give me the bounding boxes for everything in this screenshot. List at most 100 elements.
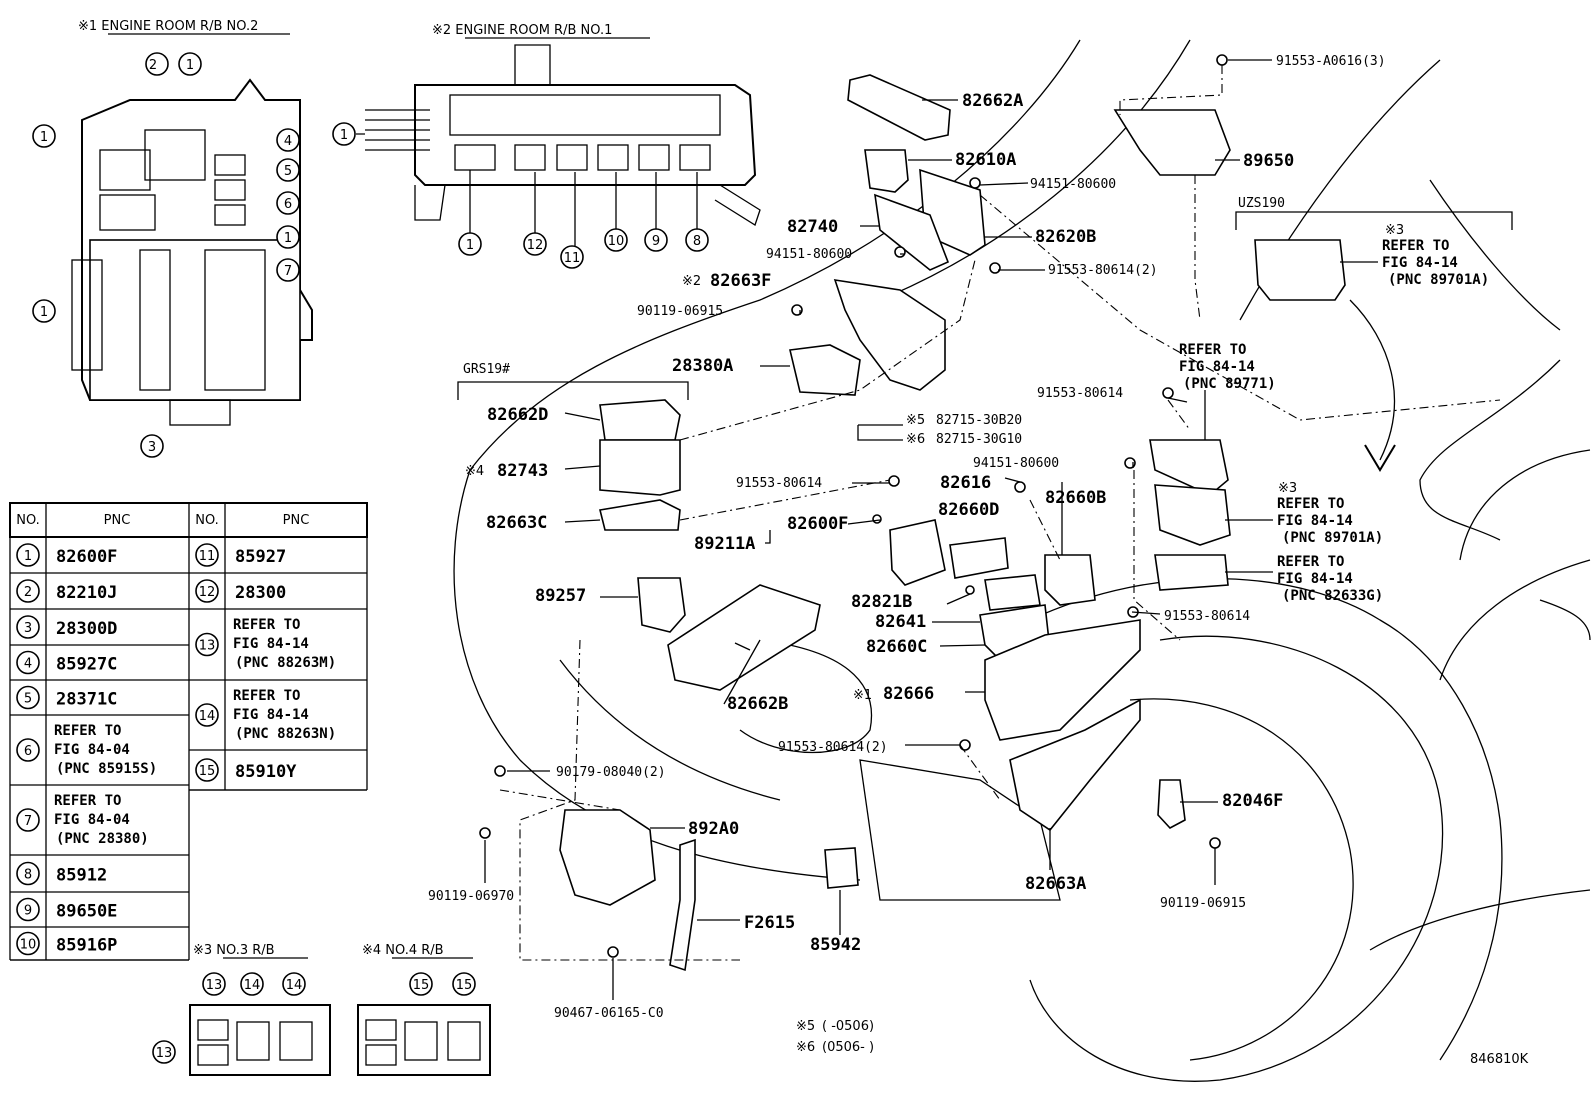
- table-row-pnc: 89650E: [56, 902, 117, 922]
- table-row-pnc: FIG 84-04: [54, 742, 130, 758]
- part-82660B-shape: [1044, 554, 1096, 606]
- table-row-pnc: 85927: [235, 547, 286, 567]
- refer-mark: ※3: [1278, 481, 1297, 496]
- label-94151-80600: 94151-80600: [766, 247, 852, 262]
- table-header-no: NO.: [195, 513, 219, 528]
- mark-82666: ※1: [853, 688, 872, 703]
- table-row-number-circle: [16, 685, 40, 710]
- label-82821B: 82821B: [851, 592, 912, 612]
- car-body-outline: [453, 39, 1591, 1082]
- rb4-callout: 15: [456, 978, 473, 993]
- table-row-pnc: 85910Y: [235, 762, 297, 782]
- label-90119-06915: 90119-06915: [637, 304, 723, 319]
- rb2-callout: 6: [284, 197, 292, 212]
- table-row-number-circle: [16, 738, 40, 762]
- label-90119-06915: 90119-06915: [1160, 896, 1246, 911]
- rb2-callout: 2: [149, 58, 157, 73]
- table-row-pnc: REFER TO: [233, 688, 300, 704]
- rb2-title: ※1 ENGINE ROOM R/B NO.2: [78, 19, 258, 34]
- part-89211A-shape: [889, 519, 946, 586]
- part-refer-89771-shape: [1149, 439, 1229, 496]
- part-82663A-shape: [1009, 698, 1141, 832]
- label-82046F: 82046F: [1222, 791, 1283, 811]
- label-82620B: 82620B: [1035, 227, 1096, 247]
- table-row-number: 11: [199, 549, 216, 564]
- table-row-number-circle: [16, 615, 40, 639]
- label-82663C: 82663C: [486, 513, 547, 533]
- label-82662D: 82662D: [487, 405, 548, 425]
- part-F2615-shape: [669, 838, 696, 972]
- table-row-number-circle: [16, 808, 40, 832]
- table-row-number-circle: [195, 758, 219, 782]
- table-row-number-circle: [16, 543, 40, 567]
- table-row-number: 3: [24, 621, 32, 636]
- bolt-icon: [888, 475, 900, 487]
- refer-line: FIG 84-14: [1277, 513, 1353, 529]
- refer-line: FIG 84-14: [1382, 255, 1458, 271]
- label-82662B: 82662B: [727, 694, 788, 714]
- engine-room-rb1-inset: ※2 ENGINE ROOM R/B NO.1 1 1 12 11 10 9 8: [332, 23, 761, 269]
- table-row-number: 9: [24, 904, 32, 919]
- figure-id: 846810K: [1470, 1052, 1529, 1067]
- rb1-callout: 1: [466, 238, 474, 253]
- nut-icon: [494, 765, 506, 777]
- part-82743-shape: [599, 439, 681, 496]
- table-row-pnc: 82600F: [56, 547, 117, 567]
- label-89211A: 89211A: [694, 534, 755, 554]
- rb2-callout: 1: [284, 231, 292, 246]
- part-82610A-shape: [864, 149, 909, 193]
- rb1-callout: 1: [340, 128, 348, 143]
- table-row-number-circle: [16, 579, 40, 603]
- table-row-number: 15: [199, 764, 216, 779]
- label-91553-80614: 91553-80614: [736, 476, 822, 491]
- refer-mark: ※3: [1385, 223, 1404, 238]
- table-row-number-circle: [16, 931, 40, 956]
- part-85942-shape: [824, 847, 859, 889]
- part-82662B-shape: [667, 584, 821, 691]
- label-89257: 89257: [535, 586, 586, 606]
- table-row-pnc: (PNC 85915S): [56, 761, 157, 777]
- table-row-number-circle: [195, 579, 219, 603]
- clip-icon: [965, 585, 975, 595]
- refer-line: (PNC 89771): [1183, 376, 1276, 392]
- label-82660C: 82660C: [866, 637, 927, 657]
- refer-line: FIG 84-14: [1277, 571, 1353, 587]
- bolt-icon: [1216, 54, 1228, 66]
- label-94151-80600: 94151-80600: [1030, 177, 1116, 192]
- rb3-callout: 13: [206, 978, 223, 993]
- bolt-icon: [959, 739, 971, 751]
- rb2-callout: 1: [40, 130, 48, 145]
- part-82663F-shape: [833, 279, 946, 391]
- group-brackets: [457, 65, 1513, 961]
- label-82666: 82666: [883, 684, 934, 704]
- rb4-callout: 15: [413, 978, 430, 993]
- table-row-number: 2: [24, 585, 32, 600]
- part-82666-shape: [984, 619, 1141, 741]
- table-row-pnc: 28371C: [56, 690, 117, 710]
- mark-82663F: ※2: [682, 274, 701, 289]
- label-82740: 82740: [787, 217, 838, 237]
- label-82715-30B20: 82715-30B20: [936, 413, 1022, 428]
- table-row-number-circle: [16, 897, 40, 922]
- bolt-icon: [989, 262, 1001, 274]
- footnote-mark: ※6: [796, 1040, 815, 1055]
- table-row-pnc: (PNC 28380): [56, 831, 149, 847]
- bolt-icon: [607, 946, 619, 958]
- part-82821B-shape: [984, 574, 1041, 611]
- label-89650: 89650: [1243, 151, 1294, 171]
- table-row-pnc: FIG 84-14: [233, 707, 309, 723]
- refer-line: FIG 84-14: [1179, 359, 1255, 375]
- clip-icon: [1014, 481, 1026, 493]
- label-91553-80614: 91553-80614: [1037, 386, 1123, 401]
- table-row-pnc: 85912: [56, 866, 107, 886]
- table-row-number: 4: [24, 657, 32, 672]
- label-82662A: 82662A: [962, 91, 1023, 111]
- part-89650-shape: [1113, 109, 1231, 176]
- rb2-callout: 3: [148, 440, 156, 455]
- label-91553-A0616: 91553-A0616(3): [1276, 54, 1386, 69]
- part-82662D-shape: [599, 399, 681, 441]
- mark-82743: ※4: [465, 464, 484, 479]
- table-row-number-circle: [16, 650, 40, 675]
- label-94151-80600: 94151-80600: [973, 456, 1059, 471]
